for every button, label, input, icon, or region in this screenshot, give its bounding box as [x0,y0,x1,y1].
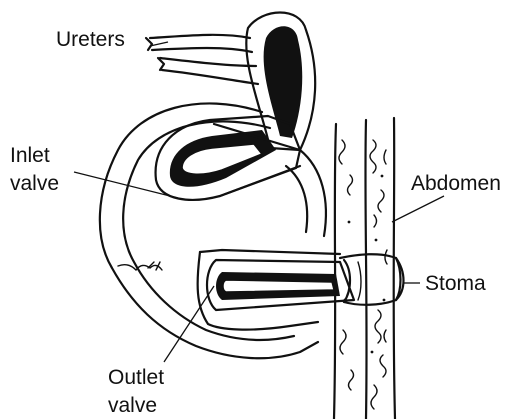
label-stoma: Stoma [425,272,486,295]
label-inlet-line2: valve [10,172,59,195]
outlet-valve [198,250,354,330]
leader-lines [74,42,444,362]
inlet-limb [246,13,315,151]
label-abdomen: Abdomen [411,172,501,195]
label-outlet-line1: Outlet [108,366,164,389]
label-ureters: Ureters [56,28,125,51]
label-inlet-line1: Inlet [10,144,50,167]
ureters [146,35,258,84]
label-outlet-line2: valve [108,394,157,417]
